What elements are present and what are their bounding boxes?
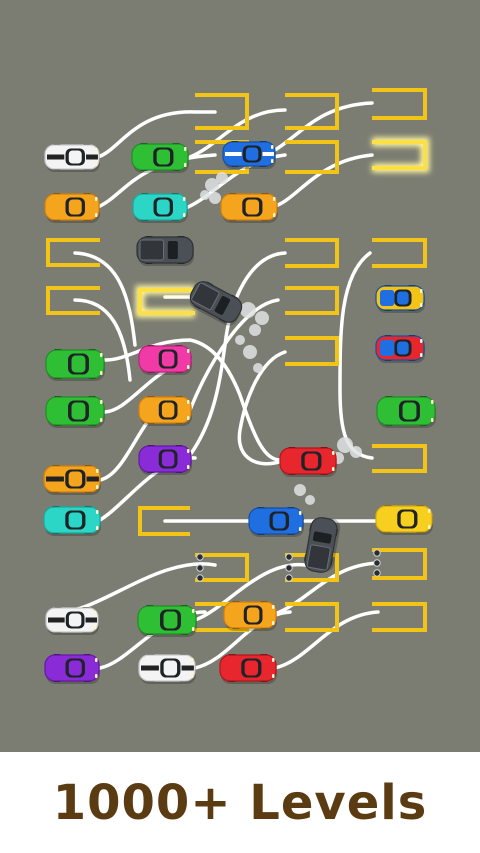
car-purple[interactable]: [138, 445, 192, 475]
parking-lot: [43, 88, 436, 684]
car-teal[interactable]: [132, 193, 188, 223]
parking-slot[interactable]: [372, 88, 427, 120]
car-white-striped[interactable]: [44, 144, 100, 172]
route-paths: [58, 101, 380, 670]
car-red[interactable]: [219, 654, 277, 684]
car-orange-striped[interactable]: [43, 465, 101, 495]
smoke-puff: [209, 192, 221, 204]
parking-slot[interactable]: [285, 93, 339, 130]
car-orange[interactable]: [220, 193, 278, 223]
parking-slot[interactable]: [372, 548, 427, 580]
smoke-puff: [337, 437, 353, 453]
parking-slot-highlighted[interactable]: [372, 140, 427, 170]
parking-slot[interactable]: [195, 93, 249, 130]
car-blue-yellow[interactable]: [375, 285, 425, 313]
promo-banner: 1000+ Levels: [0, 752, 480, 853]
parking-slot[interactable]: [372, 602, 427, 632]
car-green[interactable]: [45, 349, 105, 381]
car-white-striped[interactable]: [138, 654, 196, 684]
car-teal[interactable]: [43, 506, 101, 536]
bollard: [196, 574, 204, 582]
bollard: [373, 559, 381, 567]
cars-layer[interactable]: [43, 141, 436, 684]
car-blue-red[interactable]: [375, 335, 425, 363]
parking-slot[interactable]: [285, 286, 339, 315]
smoke-puff: [249, 324, 261, 336]
bollards: [196, 549, 381, 582]
smoke-puff: [240, 302, 256, 318]
parking-slot[interactable]: [195, 553, 249, 582]
parking-slot[interactable]: [285, 238, 339, 268]
bollard: [285, 564, 293, 572]
bollard: [196, 553, 204, 561]
smoke-puff: [253, 363, 263, 373]
smoke-puff: [200, 190, 210, 200]
smoke-puff: [305, 495, 315, 505]
smoke-puff: [294, 484, 306, 496]
smoke-puff: [216, 172, 228, 184]
smoke-puff: [255, 311, 269, 325]
parking-slot[interactable]: [285, 140, 339, 174]
banner-title: 1000+ Levels: [52, 774, 428, 831]
smoke-puffs: [200, 172, 362, 505]
car-purple[interactable]: [44, 654, 100, 684]
pickup-truck-grey[interactable]: [303, 515, 342, 574]
bollard: [285, 574, 293, 582]
parking-slot[interactable]: [285, 336, 339, 366]
bollard: [373, 569, 381, 577]
car-green[interactable]: [131, 143, 189, 173]
bollard: [285, 553, 293, 561]
parking-slot[interactable]: [372, 238, 427, 268]
car-yellow[interactable]: [375, 505, 433, 535]
parking-slot[interactable]: [138, 506, 190, 536]
car-orange[interactable]: [223, 601, 277, 631]
highlighted-slots: [135, 137, 430, 318]
smoke-puff: [205, 178, 219, 192]
smoke-puff: [350, 446, 362, 458]
car-white-striped[interactable]: [45, 607, 99, 635]
smoke-puff: [235, 335, 245, 345]
car-green[interactable]: [45, 396, 105, 428]
car-blue[interactable]: [222, 141, 276, 169]
parking-slot[interactable]: [372, 444, 427, 473]
bollard: [373, 549, 381, 557]
car-red[interactable]: [279, 447, 337, 477]
car-blue[interactable]: [248, 507, 304, 537]
pickup-truck-grey[interactable]: [136, 236, 194, 266]
car-orange[interactable]: [138, 396, 192, 426]
car-green[interactable]: [137, 605, 197, 637]
parking-slot-highlighted[interactable]: [138, 288, 195, 315]
car-pink[interactable]: [138, 345, 192, 375]
car-orange[interactable]: [44, 193, 100, 223]
parking-board[interactable]: [0, 0, 480, 752]
parking-slot[interactable]: [46, 286, 100, 315]
parking-slot[interactable]: [46, 238, 100, 267]
bollard: [196, 564, 204, 572]
smoke-puff: [243, 345, 257, 359]
pickup-truck-grey[interactable]: [186, 277, 247, 328]
car-green[interactable]: [376, 396, 436, 428]
parking-slot[interactable]: [285, 602, 339, 632]
